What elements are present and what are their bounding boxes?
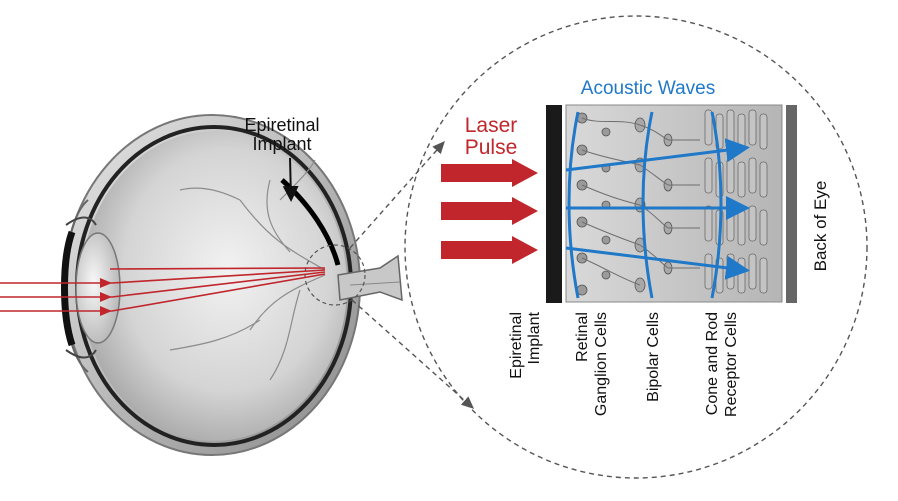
laser-pulse-label-line1: Laser: [465, 114, 518, 137]
laser-pulse-arrows: [441, 159, 538, 264]
retinal-ganglion-cells-label-line1: Retinal: [574, 312, 591, 362]
epiretinal-implant-label-line1: Epiretinal: [244, 115, 319, 135]
bipolar-cells-label: Bipolar Cells: [645, 312, 662, 402]
laser-pulse-label-line2: Pulse: [465, 136, 518, 159]
acoustic-waves: [565, 111, 750, 299]
retinal-ganglion-cells-label-line2: Ganglion Cells: [593, 312, 610, 416]
epiretinal-implant-vertical-label-line2: Implant: [526, 311, 543, 364]
back-of-eye-bar: [786, 105, 797, 303]
retina-layers-icon: [565, 104, 783, 303]
zoom-connector-bottom: [351, 299, 475, 409]
eye-cross-section-icon: [61, 114, 403, 456]
zoom-connector-top: [349, 140, 445, 249]
acoustic-waves-label: Acoustic Waves: [581, 78, 715, 99]
laser-ray-arrowheads: [100, 278, 112, 316]
epiretinal-implant-label-line2: Implant: [252, 134, 311, 154]
cone-rod-receptor-cells-label-line2: Receptor Cells: [723, 312, 740, 417]
epiretinal-implant-vertical-label-line1: Epiretinal: [508, 312, 525, 379]
cone-rod-receptor-cells-label-line1: Cone and Rod: [704, 312, 721, 415]
epiretinal-implant-bar: [546, 105, 562, 303]
epiretinal-implant-pointer: [282, 157, 299, 202]
back-of-eye-label: Back of Eye: [811, 181, 830, 272]
